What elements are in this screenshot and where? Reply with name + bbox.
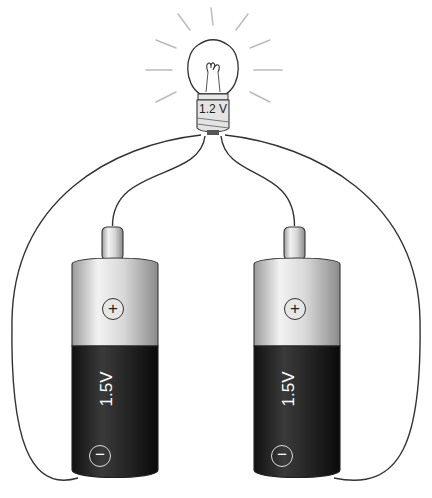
battery-body xyxy=(70,226,160,480)
voltage-label: 1.5V xyxy=(279,371,299,406)
wire xyxy=(12,135,201,480)
light-rays xyxy=(146,8,282,102)
terminal-sign: + xyxy=(284,298,306,320)
terminal-sign: + xyxy=(102,298,124,320)
light-bulb: 1.2 V xyxy=(180,32,246,136)
wire xyxy=(225,135,420,480)
voltage-label: 1.5V xyxy=(97,371,117,406)
bulb-symbol xyxy=(180,32,246,136)
battery: +1.5V − xyxy=(70,226,160,480)
wire xyxy=(113,136,206,226)
battery: +1.5V − xyxy=(252,226,342,480)
voltage-label: 1.2 V xyxy=(180,102,246,116)
battery-body xyxy=(252,226,342,480)
wire xyxy=(221,136,295,226)
terminal-sign: − xyxy=(271,445,293,467)
terminal-sign: − xyxy=(89,445,111,467)
